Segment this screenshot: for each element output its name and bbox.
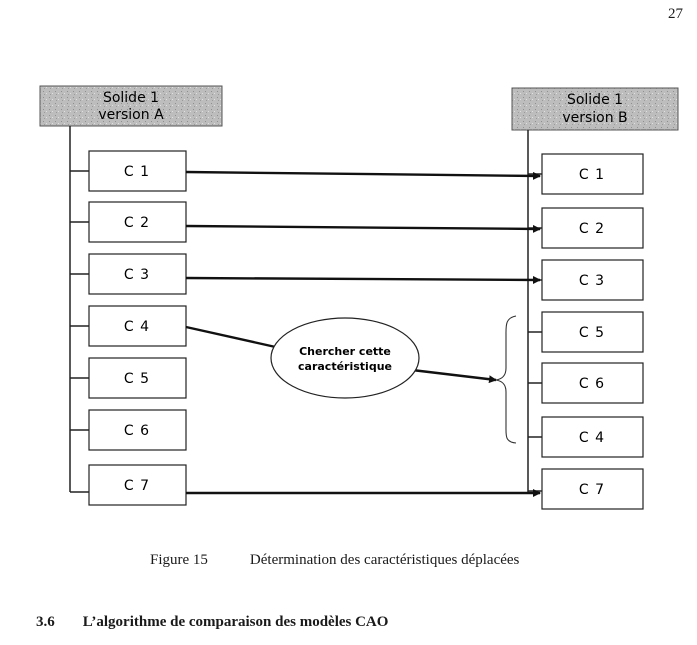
- left-box-c1: [88, 150, 187, 192]
- left-box-c2: [88, 201, 187, 243]
- right-box-c4: [541, 416, 644, 458]
- left-box-c7: [88, 464, 187, 506]
- left-box-c5-label: C 5: [124, 371, 150, 387]
- header-b-line1: Solide 1: [567, 92, 623, 108]
- figure-caption: Figure 15 Détermination des caractéristiq…: [150, 552, 519, 569]
- right-box-c6-label: C 6: [579, 376, 605, 392]
- bubble-line1: Chercher cette: [299, 345, 391, 358]
- right-box-c2: [541, 207, 644, 249]
- right-box-c7: [541, 468, 644, 510]
- arrow-c1: [185, 170, 541, 180]
- right-box-c5: [541, 311, 644, 353]
- left-box-c6-label: C 6: [124, 423, 150, 439]
- left-box-c6: [88, 409, 187, 451]
- right-box-c3: [541, 259, 644, 301]
- left-box-c7-label: C 7: [124, 478, 150, 494]
- left-box-c5: [88, 357, 187, 399]
- left-box-c2-label: C 2: [124, 215, 150, 231]
- arrow-c3: [185, 275, 541, 284]
- left-box-c3-label: C 3: [124, 267, 150, 283]
- right-box-c6: [541, 362, 644, 404]
- right-box-c2-label: C 2: [579, 221, 605, 237]
- page-number: 27: [668, 6, 683, 22]
- bubble-line2: caractéristique: [298, 360, 392, 373]
- figure-label: Figure 15: [150, 552, 208, 568]
- feature-comparison-diagram: Solide 1 version A Solide 1 version B C …: [39, 85, 679, 510]
- right-feature-list: C 1 C 2 C 3 C 5 C 6 C 4 C 7: [528, 153, 644, 510]
- arrow-c4-to-bubble: [185, 325, 281, 350]
- right-box-c5-label: C 5: [579, 325, 605, 341]
- header-b-line2: version B: [562, 110, 627, 126]
- section-title: L’algorithme de comparaison des modèles …: [82, 614, 389, 630]
- arrow-bubble-to-brace: [411, 368, 497, 384]
- left-box-c1-label: C 1: [124, 164, 150, 180]
- right-box-c3-label: C 3: [579, 273, 605, 289]
- left-box-c4-label: C 4: [124, 319, 150, 335]
- left-box-c3: [88, 253, 187, 295]
- curly-brace: [495, 315, 517, 444]
- header-a-line2: version A: [98, 107, 164, 123]
- section-number: 3.6: [36, 614, 55, 630]
- search-bubble: Chercher cette caractéristique: [270, 317, 420, 399]
- right-box-c4-label: C 4: [579, 430, 605, 446]
- right-box-c1-label: C 1: [579, 167, 605, 183]
- right-box-c1: [541, 153, 644, 195]
- figure-description: Détermination des caractéristiques dépla…: [249, 552, 520, 568]
- header-version-a: Solide 1 version A: [39, 85, 223, 127]
- arrow-c2: [185, 224, 541, 233]
- header-version-b: Solide 1 version B: [511, 87, 679, 131]
- right-box-c7-label: C 7: [579, 482, 605, 498]
- left-box-c4: [88, 305, 187, 347]
- section-heading: 3.6 L’algorithme de comparaison des modèl…: [36, 614, 388, 631]
- left-feature-list: C 1 C 2 C 3 C 4 C 5 C 6 C 7: [70, 150, 187, 506]
- header-a-line1: Solide 1: [103, 90, 159, 106]
